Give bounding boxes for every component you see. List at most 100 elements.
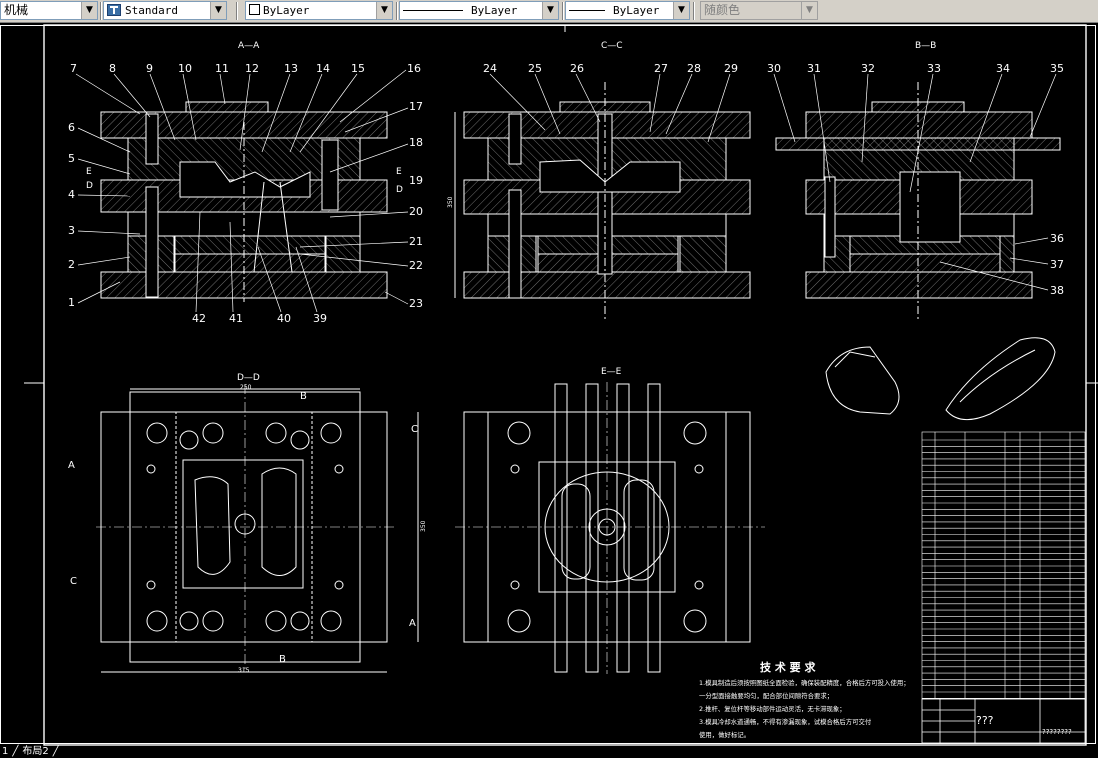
part-number: 39 (313, 312, 327, 325)
workspace-combo[interactable]: 机械 ▼ (0, 1, 98, 20)
tech-line: 一分型面接触要均匀，配合部位间隙符合要求； (699, 691, 833, 700)
part-number: 29 (724, 62, 738, 75)
section-view-cc[interactable]: C—C 350 (447, 41, 751, 322)
plot-style-combo[interactable]: 随颜色 ▼ (700, 1, 818, 20)
toolbar-separator (693, 2, 695, 20)
chevron-down-icon[interactable]: ▼ (801, 2, 817, 19)
plan-view-ee[interactable]: E—E (455, 367, 765, 674)
layer-value: ByLayer (263, 4, 310, 17)
part-number: 7 (70, 62, 77, 75)
title-block[interactable]: ??? ???????? (921, 698, 1086, 744)
section-mark-c: C (70, 576, 77, 587)
text-style-value: Standard (125, 4, 178, 17)
part-number: 25 (528, 62, 542, 75)
part-number: 38 (1050, 284, 1064, 297)
part-number: 13 (284, 62, 298, 75)
guide-holes (146, 422, 344, 632)
part-number: 8 (109, 62, 116, 75)
part-number: 36 (1050, 232, 1064, 245)
part-number: 28 (687, 62, 701, 75)
lineweight-combo[interactable]: ByLayer ▼ (565, 1, 690, 20)
chevron-down-icon[interactable]: ▼ (81, 2, 97, 19)
workspace-value: 机械 (4, 3, 29, 17)
tab-model[interactable]: 1 (2, 746, 9, 757)
section-view-aa[interactable]: A—A (100, 41, 388, 302)
part-number: 6 (68, 121, 75, 134)
part-number: 20 (409, 205, 423, 218)
part-number: 11 (215, 62, 229, 75)
toolbar-separator (100, 2, 102, 20)
view-label-dd: D—D (237, 373, 260, 383)
part-numbers-bb: 30 31 32 33 34 35 36 37 38 (767, 62, 1064, 297)
section-marks-aa: E D E D (86, 167, 403, 195)
toolbar-separator (396, 2, 398, 20)
section-mark-e: E (396, 167, 402, 177)
part-number: 32 (861, 62, 875, 75)
part-number: 33 (927, 62, 941, 75)
dimension-cc-height: 350 (447, 196, 454, 208)
guide-holes (507, 421, 707, 633)
chevron-down-icon[interactable]: ▼ (542, 2, 558, 19)
plan-view-dd[interactable]: D—D 250 315 350 (96, 373, 427, 674)
dimension-height-right: 350 (420, 520, 427, 532)
part-number: 26 (570, 62, 584, 75)
layer-combo[interactable]: ByLayer ▼ (245, 1, 393, 20)
part-number: 42 (192, 312, 206, 325)
part-number: 2 (68, 258, 75, 271)
part-number: 24 (483, 62, 497, 75)
part-number: 22 (409, 259, 423, 272)
leader-lines-aa (75, 69, 409, 313)
leader-lines-bb (773, 73, 1057, 291)
section-mark-b: B (300, 391, 307, 402)
part-number: 40 (277, 312, 291, 325)
drawing-frame (0, 24, 1098, 746)
part-number: 1 (68, 296, 75, 309)
dimension-width-top: 250 (240, 384, 252, 391)
tab-layout-2[interactable]: 布局2 (22, 746, 49, 757)
title-block-name: ??? (976, 714, 994, 727)
part-number: 3 (68, 224, 75, 237)
linetype-value: ByLayer (471, 4, 518, 17)
tech-title: 技 术 要 求 (760, 660, 816, 674)
part-numbers-aa: 7 8 9 10 11 12 13 14 15 16 6 5 4 3 2 1 1… (68, 62, 423, 325)
part-number: 5 (68, 152, 75, 165)
part-number: 14 (316, 62, 330, 75)
section-mark-d: D (396, 185, 403, 195)
toolbar-separator (236, 2, 238, 20)
properties-toolbar: 机械 ▼ Standard ▼ ByLayer ▼ ByLayer ▼ ByLa… (0, 0, 1098, 23)
linetype-combo[interactable]: ByLayer ▼ (399, 1, 559, 20)
text-style-combo[interactable]: Standard ▼ (103, 1, 227, 20)
section-mark-a: A (68, 460, 75, 471)
title-block-code: ???????? (1042, 728, 1072, 736)
parts-list[interactable] (921, 431, 1086, 700)
chevron-down-icon[interactable]: ▼ (210, 2, 226, 19)
view-label-ee: E—E (601, 367, 622, 377)
section-mark-b: B (279, 654, 286, 665)
part-number: 27 (654, 62, 668, 75)
drawing-canvas[interactable]: A—A 7 8 9 10 11 12 13 14 15 16 6 5 4 3 2 (0, 22, 1098, 746)
lineweight-value: ByLayer (613, 4, 660, 17)
part-number: 34 (996, 62, 1010, 75)
section-view-bb[interactable]: B—B (775, 41, 1061, 322)
part-number: 37 (1050, 258, 1064, 271)
technical-requirements: 技 术 要 求 1.模具制造后须按照图纸全面检验，确保装配精度，合格后方可投入使… (699, 660, 910, 739)
tech-line: 3.模具冷却水道通畅，不得有渗漏现象，试模合格后方可交付 (699, 717, 872, 726)
tech-line: 1.模具制造后须按照图纸全面检验，确保装配精度，合格后方可投入使用； (699, 678, 910, 687)
part-number: 30 (767, 62, 781, 75)
part-number: 31 (807, 62, 821, 75)
tab-separator: ╱ (12, 746, 19, 757)
part-number: 21 (409, 235, 423, 248)
part-number: 35 (1050, 62, 1064, 75)
part-3d-sketches (825, 337, 1056, 421)
chevron-down-icon[interactable]: ▼ (673, 2, 689, 19)
tech-line: 2.推杆、复位杆等移动部件运动灵活，无卡滞现象； (699, 704, 846, 713)
part-number: 16 (407, 62, 421, 75)
lineweight-preview-icon (569, 10, 605, 11)
part-number: 23 (409, 297, 423, 310)
part-number: 12 (245, 62, 259, 75)
chevron-down-icon[interactable]: ▼ (376, 2, 392, 19)
part-number: 9 (146, 62, 153, 75)
part-number: 4 (68, 188, 75, 201)
section-marks-dd: B B C C A A (68, 391, 418, 665)
linetype-preview-icon (403, 10, 463, 11)
